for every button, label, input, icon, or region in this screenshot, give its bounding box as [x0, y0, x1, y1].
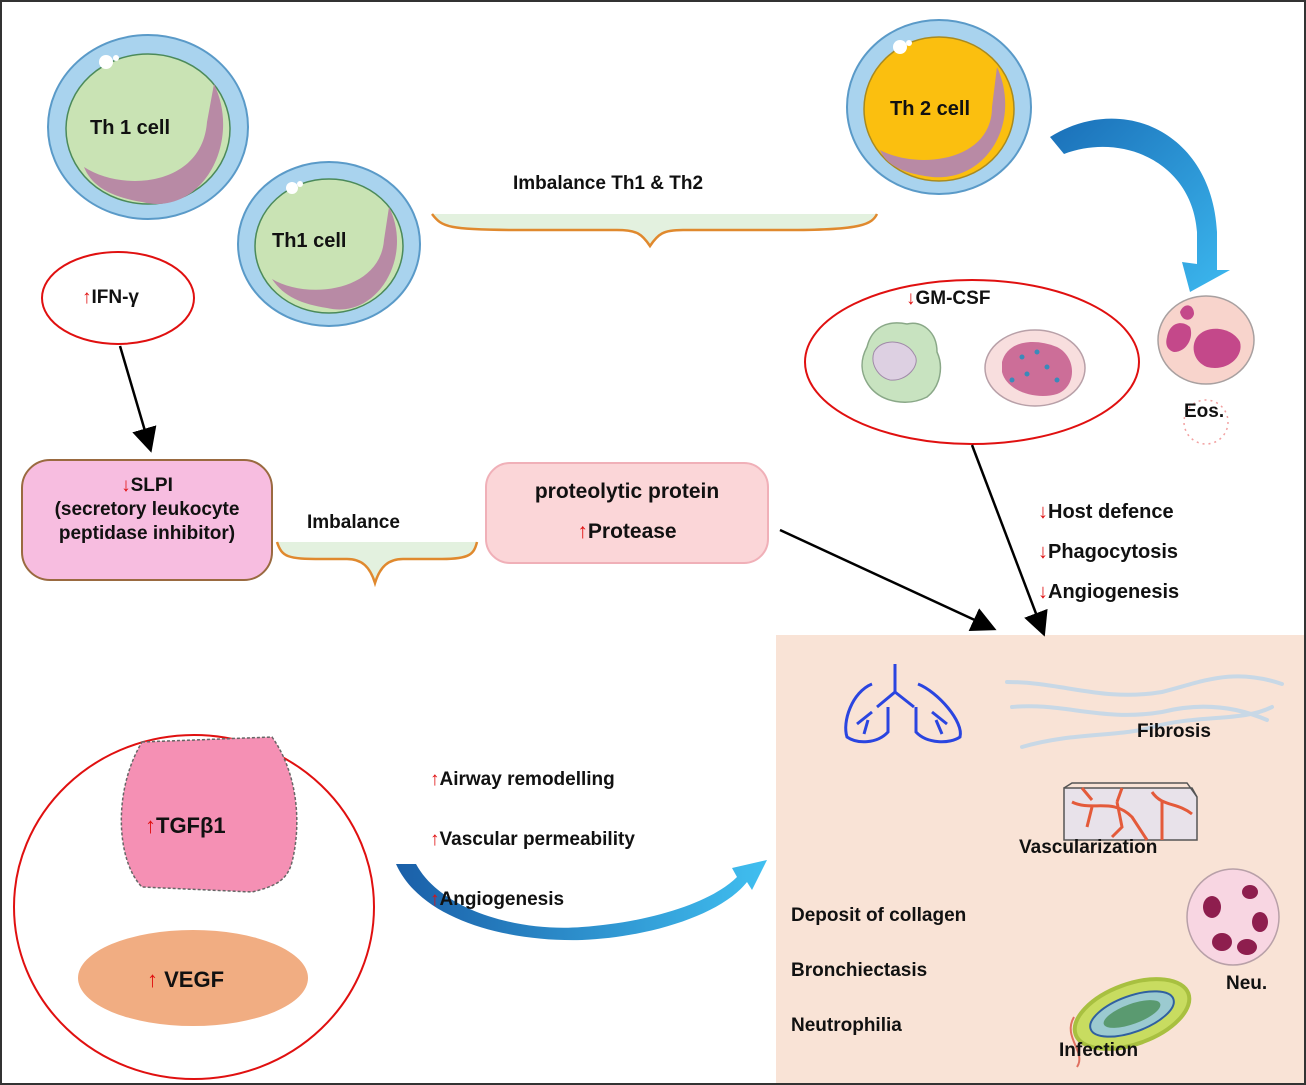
slpi-text: ↓SLPI (secretory leukocyte peptidase inh… [54, 475, 240, 544]
th1-cell-a-label: Th 1 cell [90, 117, 171, 139]
up-arrow-icon: ↑ [147, 967, 158, 992]
mid-imbalance-label: Imbalance [307, 512, 400, 533]
th1-cell-a-icon [47, 34, 249, 220]
increased-effect-item: ↑Airway remodelling [430, 769, 615, 790]
growth-factor-to-outcome-arrow [396, 860, 767, 941]
outcome-item: Bronchiectasis [791, 960, 928, 981]
infection-label: Infection [1059, 1040, 1139, 1061]
th2-to-eos-arrow [1050, 118, 1230, 292]
lung-icon [844, 664, 962, 744]
up-arrow-icon: ↑ [82, 287, 92, 308]
neutrophil-icon [1186, 868, 1280, 966]
decreased-effects-list: ↓Host defence ↓Phagocytosis ↓Angiogenesi… [1038, 492, 1179, 612]
th1-cell-b-label: Th1 cell [272, 230, 347, 252]
outcome-panel [776, 635, 1304, 1083]
vegf-ellipse [78, 930, 308, 1026]
top-imbalance-brace [432, 214, 877, 246]
granulocyte-icon [984, 329, 1086, 407]
gmcsf-label: ↓GM-CSF [906, 288, 991, 309]
decreased-effect-item: ↓Phagocytosis [1038, 541, 1179, 563]
protease-to-outcome-arrow [779, 528, 997, 631]
th2-cell-label: Th 2 cell [890, 98, 971, 120]
tgf-beta1-blob [120, 736, 298, 893]
up-arrow-icon: ↑ [577, 520, 588, 543]
top-imbalance-label: Imbalance Th1 & Th2 [513, 173, 704, 194]
down-arrow-icon: ↓ [1038, 581, 1048, 603]
outcome-list: Deposit of collagen Bronchiectasis Neutr… [791, 888, 966, 1053]
gmcsf-to-outcome-arrow [970, 444, 1048, 637]
increased-effect-item: ↑Angiogenesis [430, 889, 565, 910]
increased-effect-item: ↑Vascular permeability [430, 829, 635, 850]
ifn-gamma-label: ↑IFN-γ [82, 287, 139, 308]
bacterium-icon [1069, 977, 1192, 1068]
eosinophil-icon [1157, 295, 1255, 445]
up-arrow-icon: ↑ [145, 813, 156, 838]
down-arrow-icon: ↓ [121, 475, 131, 496]
decreased-effect-item: ↓Host defence [1038, 501, 1174, 523]
ifn-gamma-ellipse [41, 251, 195, 345]
down-arrow-icon: ↓ [1038, 541, 1048, 563]
th1-cell-b-icon [237, 161, 421, 327]
increased-effects-list: ↑Airway remodelling ↑Vascular permeabili… [430, 750, 635, 930]
macrophage-icon [861, 322, 942, 403]
outcome-item: Neutrophilia [791, 1015, 902, 1036]
protease-text: proteolytic protein ↑Protease [534, 480, 720, 543]
down-arrow-icon: ↓ [906, 288, 916, 309]
mid-imbalance-brace [277, 542, 477, 583]
th2-cell-icon [846, 19, 1032, 195]
up-arrow-icon: ↑ [430, 829, 440, 850]
down-arrow-icon: ↓ [1038, 501, 1048, 523]
neutrophil-label: Neu. [1226, 973, 1268, 994]
decreased-effect-item: ↓Angiogenesis [1038, 581, 1180, 603]
outcome-item: Deposit of collagen [791, 905, 967, 926]
protease-box [485, 462, 769, 564]
slpi-box [21, 459, 273, 581]
tgf-beta1-label: ↑TGFβ1 [145, 813, 226, 838]
fibrosis-fibers-icon [1005, 674, 1284, 749]
vascularization-label: Vascularization [1019, 837, 1158, 858]
up-arrow-icon: ↑ [430, 889, 440, 910]
up-arrow-icon: ↑ [430, 769, 440, 790]
vascularization-icon [1063, 782, 1198, 841]
eosinophil-label: Eos. [1184, 401, 1225, 422]
vegf-label: ↑ VEGF [147, 967, 225, 992]
ifn-to-slpi-arrow [118, 345, 157, 453]
fibrosis-label: Fibrosis [1137, 721, 1211, 742]
